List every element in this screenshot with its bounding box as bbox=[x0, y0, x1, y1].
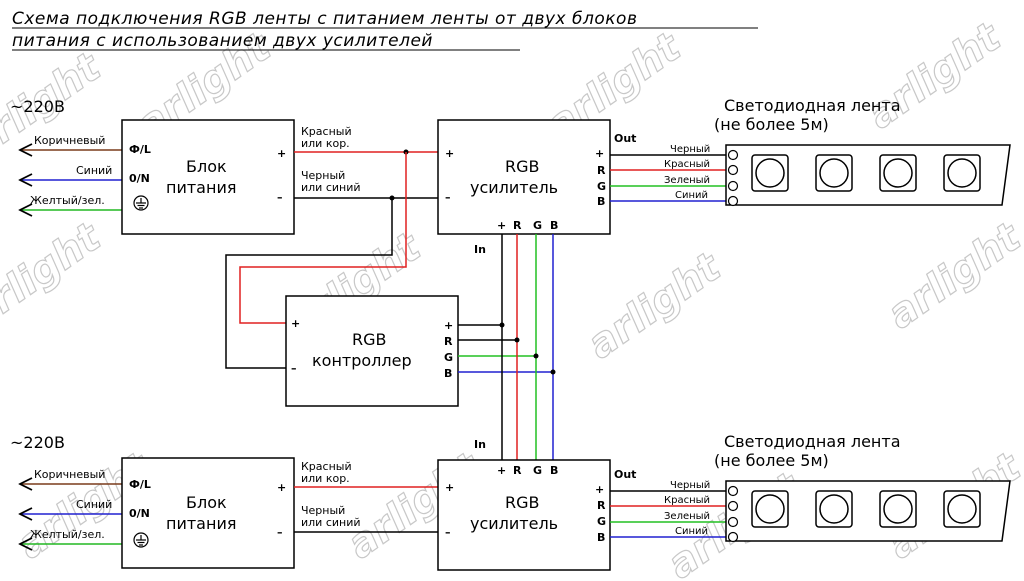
psu-out-red2: или кор. bbox=[301, 472, 350, 485]
mains-label: ~220В bbox=[10, 433, 65, 452]
amp-out-label: Out bbox=[614, 468, 636, 481]
strip-wire-green: Зеленый bbox=[664, 511, 710, 522]
amp-in-plus: + bbox=[497, 464, 506, 477]
watermark-text: arlight bbox=[0, 213, 110, 338]
strip-wire-blue: Синий bbox=[675, 526, 708, 537]
amp-out-r: R bbox=[597, 164, 606, 177]
amp-pin-minus: – bbox=[445, 191, 451, 204]
amp-in-b: B bbox=[550, 464, 558, 477]
wire-label-blue: Синий bbox=[76, 164, 112, 177]
amp-out-g: G bbox=[597, 515, 606, 528]
amp-in-plus: + bbox=[497, 219, 506, 232]
amp-out-plus: + bbox=[595, 147, 604, 160]
ground-icon bbox=[133, 532, 149, 548]
strip-subtitle: (не более 5м) bbox=[714, 115, 829, 134]
ctrl-label-1: RGB bbox=[352, 330, 387, 349]
psu-out-black1: Черный bbox=[301, 504, 345, 517]
psu-out-black2: или синий bbox=[301, 181, 361, 194]
psu-pin-minus: – bbox=[277, 191, 283, 204]
psu-out-red2: или кор. bbox=[301, 137, 350, 150]
amp-in-label: In bbox=[474, 438, 486, 451]
strip-wire-black: Черный bbox=[670, 480, 710, 491]
amp-out-label: Out bbox=[614, 132, 636, 145]
psu-out-black1: Черный bbox=[301, 169, 345, 182]
ground-icon bbox=[133, 195, 149, 211]
psu-pin-n: 0/N bbox=[129, 172, 150, 185]
strip-wire-blue: Синий bbox=[675, 190, 708, 201]
psu-pin-n: 0/N bbox=[129, 507, 150, 520]
watermark-text: arlight bbox=[579, 243, 730, 368]
strip-subtitle: (не более 5м) bbox=[714, 451, 829, 470]
psu-out-black2: или синий bbox=[301, 516, 361, 529]
wire-label-blue: Синий bbox=[76, 498, 112, 511]
ctrl-out-b: B bbox=[444, 367, 452, 380]
wire-label-brown: Коричневый bbox=[34, 468, 105, 481]
ctrl-out-plus: + bbox=[444, 319, 453, 332]
watermark-text: arlight bbox=[859, 13, 1010, 138]
amp-out-b: B bbox=[597, 531, 605, 544]
psu-pin-l: Ф/L bbox=[129, 143, 151, 156]
amp-in-g: G bbox=[533, 464, 542, 477]
amp-in-b: B bbox=[550, 219, 558, 232]
amp-out-g: G bbox=[597, 180, 606, 193]
psu-label-1: Блок bbox=[186, 157, 227, 176]
psu-out-red1: Красный bbox=[301, 125, 352, 138]
mains-label: ~220В bbox=[10, 97, 65, 116]
amp-in-r: R bbox=[513, 219, 522, 232]
strip-title: Светодиодная лента bbox=[724, 432, 901, 451]
title-line2: питания с использованием двух усилителей bbox=[12, 31, 433, 51]
amp-box-bottom bbox=[437, 459, 611, 571]
psu-label-2: питания bbox=[166, 514, 236, 533]
amp-pin-plus: + bbox=[445, 481, 454, 494]
ctrl-pin-minus: – bbox=[291, 362, 297, 375]
title-line1: Схема подключения RGB ленты с питанием л… bbox=[12, 9, 637, 29]
ctrl-pin-plus: + bbox=[291, 317, 300, 330]
amp-pin-minus: – bbox=[445, 526, 451, 539]
amp-label-2: усилитель bbox=[470, 178, 558, 197]
amp-out-b: B bbox=[597, 195, 605, 208]
ctrl-out-r: R bbox=[444, 335, 453, 348]
psu-pin-plus: + bbox=[277, 481, 286, 494]
psu-pin-plus: + bbox=[277, 147, 286, 160]
amp-out-plus: + bbox=[595, 483, 604, 496]
amp-label-2: усилитель bbox=[470, 514, 558, 533]
psu-out-red1: Красный bbox=[301, 460, 352, 473]
psu-label-1: Блок bbox=[186, 493, 227, 512]
wire-label-yellow: Желтый/зел. bbox=[30, 194, 105, 207]
psu-pin-l: Ф/L bbox=[129, 478, 151, 491]
amp-label-1: RGB bbox=[505, 493, 540, 512]
amp-out-r: R bbox=[597, 499, 606, 512]
wire-label-brown: Коричневый bbox=[34, 134, 105, 147]
strip-wire-black: Черный bbox=[670, 144, 710, 155]
strip-wire-red: Красный bbox=[664, 159, 710, 170]
psu-box-bottom bbox=[121, 457, 295, 569]
psu-pin-minus: – bbox=[277, 526, 283, 539]
amp-in-g: G bbox=[533, 219, 542, 232]
amp-box-top bbox=[437, 119, 611, 235]
amp-pin-plus: + bbox=[445, 147, 454, 160]
controller-box bbox=[285, 295, 459, 407]
psu-box-top bbox=[121, 119, 295, 235]
ctrl-label-2: контроллер bbox=[312, 351, 412, 370]
ctrl-out-g: G bbox=[444, 351, 453, 364]
watermark-text: arlight bbox=[879, 213, 1024, 338]
psu-label-2: питания bbox=[166, 178, 236, 197]
amp-in-r: R bbox=[513, 464, 522, 477]
strip-title: Светодиодная лента bbox=[724, 96, 901, 115]
led-strip-bottom bbox=[725, 480, 1011, 543]
amp-in-label: In bbox=[474, 243, 486, 256]
strip-wire-green: Зеленый bbox=[664, 175, 710, 186]
led-strip-top bbox=[725, 144, 1011, 207]
wire-label-yellow: Желтый/зел. bbox=[30, 528, 105, 541]
strip-wire-red: Красный bbox=[664, 495, 710, 506]
amp-label-1: RGB bbox=[505, 157, 540, 176]
